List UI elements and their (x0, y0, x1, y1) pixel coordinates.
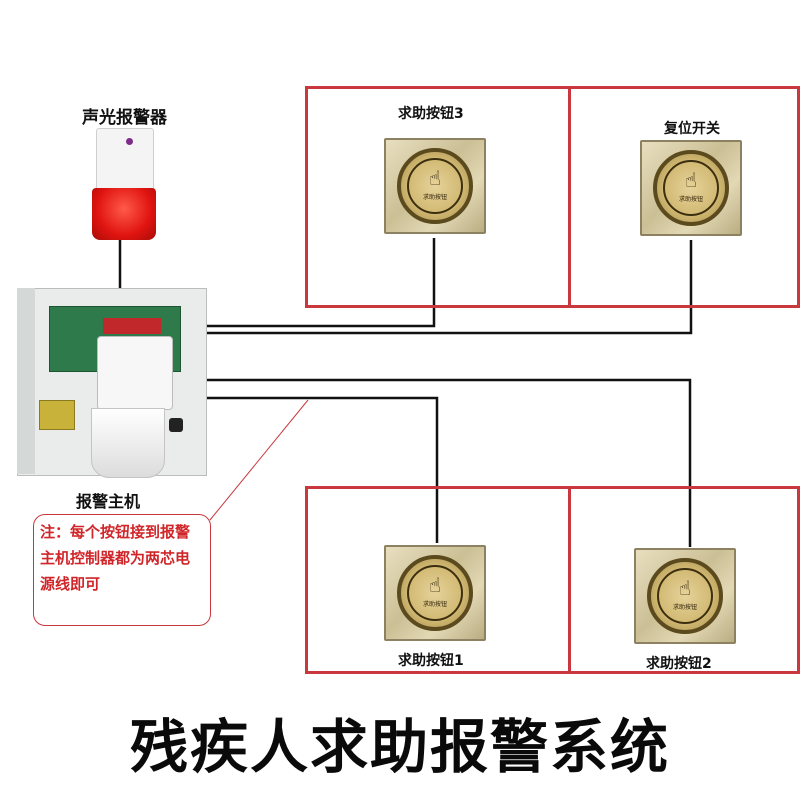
siren-led (126, 138, 133, 145)
keypad-cover (91, 408, 165, 478)
siren-alarm (92, 128, 156, 242)
wire-button2 (205, 378, 692, 547)
wire-button1 (205, 396, 439, 543)
hand-press-icon: ☝ (428, 166, 442, 190)
button-ring: ☝ 求助按钮 (653, 150, 729, 226)
note-pointer-line (209, 399, 309, 521)
help-button-1: ☝ 求助按钮 (384, 545, 486, 641)
wire-button3 (205, 238, 436, 328)
keypad-display (103, 318, 161, 334)
box-button2 (568, 486, 800, 674)
reset-switch-label: 复位开关 (664, 121, 720, 137)
page-title: 残疾人求助报警系统 (129, 713, 670, 781)
button-ring: ☝ 求助按钮 (397, 148, 473, 224)
reset-switch: ☝ 求助按钮 (640, 140, 742, 236)
button-plate-text: 求助按钮 (422, 194, 447, 201)
help-button-3: ☝ 求助按钮 (384, 138, 486, 234)
button-plate-text: 求助按钮 (422, 601, 447, 608)
button-plate-text: 求助按钮 (678, 196, 703, 203)
button2-label: 求助按钮2 (646, 656, 712, 672)
wiring-note: 注：每个按钮接到报警主机控制器都为两芯电源线即可 (33, 514, 211, 626)
host-door-edge (17, 288, 35, 474)
hand-press-icon: ☝ (684, 168, 698, 192)
button3-label: 求助按钮3 (398, 106, 464, 122)
keypad (97, 336, 173, 410)
siren-lamp (92, 188, 156, 240)
help-button-2: ☝ 求助按钮 (634, 548, 736, 644)
button1-label: 求助按钮1 (398, 653, 464, 669)
alarm-host-panel (17, 288, 207, 478)
siren-label: 声光报警器 (82, 108, 167, 128)
siren-body (96, 128, 154, 192)
transformer (39, 400, 75, 430)
host-label: 报警主机 (76, 492, 141, 511)
button-ring: ☝ 求助按钮 (647, 558, 723, 634)
button-ring: ☝ 求助按钮 (397, 555, 473, 631)
wire-reset (205, 240, 693, 335)
box-reset-switch (568, 86, 800, 308)
hand-press-icon: ☝ (678, 576, 692, 600)
button-plate-text: 求助按钮 (672, 604, 697, 611)
hand-press-icon: ☝ (428, 573, 442, 597)
battery (169, 418, 183, 432)
